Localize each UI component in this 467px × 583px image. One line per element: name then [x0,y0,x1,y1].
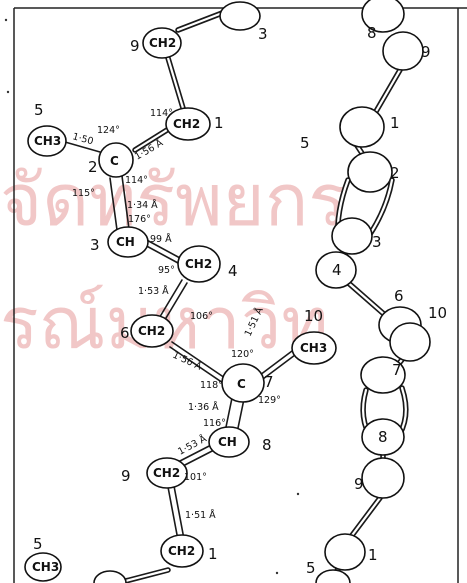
atom-number: 7 [264,373,274,391]
bond-length-label: 1·51 Å [185,509,216,521]
atom-number: 8 [262,436,272,454]
atom-circle [389,322,431,362]
atom-circle [347,151,393,193]
bond-length-label: 99 Å [150,233,172,245]
angle-label: 116° [203,418,226,429]
bond-length-label: 1·34 Å [127,199,158,211]
bond-length-label: 1·36 Å [188,401,219,413]
atom-circle [361,457,405,499]
atom-circle [146,457,188,489]
atom-number: 1 [214,114,224,132]
atom-number: 1 [208,545,218,563]
left-model-bonds [64,7,300,583]
atom-circle [98,142,134,178]
group-label: CH3 [32,560,59,574]
atom-circle [142,27,182,59]
atom-circle [130,314,174,348]
angle-label: 118° [200,380,223,391]
atom-number: 5 [300,134,310,152]
atom-number: 8 [367,24,377,42]
right-model-atoms [315,0,431,583]
group-label: CH [116,235,135,249]
atom-circle [93,570,127,583]
angle-label: 114° [150,108,173,119]
atom-number: 9 [354,475,364,493]
atom-circle [324,533,366,571]
atom-circle [219,1,261,31]
atom-number: 6 [120,324,130,342]
watermark-line-1: จัดทรัพยกร [0,158,347,242]
atom-number: 9 [421,43,431,61]
atom-circle [177,245,221,283]
atom-number: 2 [390,164,400,182]
atom-number: 9 [121,467,131,485]
atom-circle [291,331,337,365]
group-label: CH [218,435,237,449]
atom-circle [165,107,211,141]
angle-label: 114° [125,175,148,186]
left-model-atoms [24,1,337,583]
angle-label: 115° [72,188,95,199]
group-label: CH2 [173,117,200,131]
atom-number: 3 [372,233,382,251]
atom-circle [361,0,405,33]
atom-circle [339,106,385,148]
atom-circle [361,418,405,456]
atom-circle [331,217,373,255]
atom-number: 3 [258,25,268,43]
atom-number: 5 [306,559,316,577]
atom-number: 10 [428,304,447,322]
atom-circle [107,226,149,258]
scan-specks [4,18,300,575]
angle-label: 176° [128,214,151,225]
angle-label: 106° [190,311,213,322]
angle-label: 101° [184,472,207,483]
group-label: CH3 [300,341,327,355]
atom-number: 1 [390,114,400,132]
left-model-atom-numbers: 9 3 1 5 2 3 4 6 10 7 8 9 5 1 [33,25,323,563]
atom-circle [221,363,265,403]
right-model-atom-numbers: 8 9 1 5 2 3 4 6 10 7 8 9 1 5 [300,24,447,577]
atom-circle [382,31,424,71]
atom-number: 1 [368,546,378,564]
group-label: C [110,154,119,168]
angle-label: 129° [258,395,281,406]
group-label: C [237,377,246,391]
atom-number: 7 [392,361,402,379]
atom-number: 10 [304,307,323,325]
bond-length-label: 1·53 Å [138,285,169,297]
atom-number: 6 [394,287,404,305]
atom-circle [208,426,250,458]
atom-number: 8 [378,428,388,446]
atom-number: 4 [332,261,342,279]
angle-label: 95° [158,265,175,276]
atom-number: 5 [33,535,43,553]
group-label: CH2 [185,257,212,271]
atom-number: 9 [130,37,140,55]
atom-number: 4 [228,262,238,280]
group-label: CH2 [153,466,180,480]
angle-label: 120° [231,349,254,360]
atom-circle [360,356,406,394]
atom-number: 5 [34,101,44,119]
atom-number: 3 [90,236,100,254]
group-label: CH3 [34,134,61,148]
left-model-measurements: 114° 1·50 124° 1·56 Å 114° 115° 1·34 Å 1… [71,108,281,521]
atom-circle [27,125,67,157]
group-label: CH2 [138,324,165,338]
angle-label: 124° [97,125,120,136]
group-label: CH2 [149,36,176,50]
group-label: CH2 [168,544,195,558]
watermark: จัดทรัพยกร รณ์มหาวิท [0,158,347,365]
bond-length-label: 1·50 [71,131,94,147]
atom-circle [315,251,357,289]
atom-circle [24,552,62,582]
atom-circle [160,534,204,568]
atom-circle [315,569,351,583]
left-model-groups: CH2 CH2 CH3 C CH CH2 CH2 CH3 C CH CH2 CH… [32,36,327,574]
atom-number: 2 [88,158,98,176]
